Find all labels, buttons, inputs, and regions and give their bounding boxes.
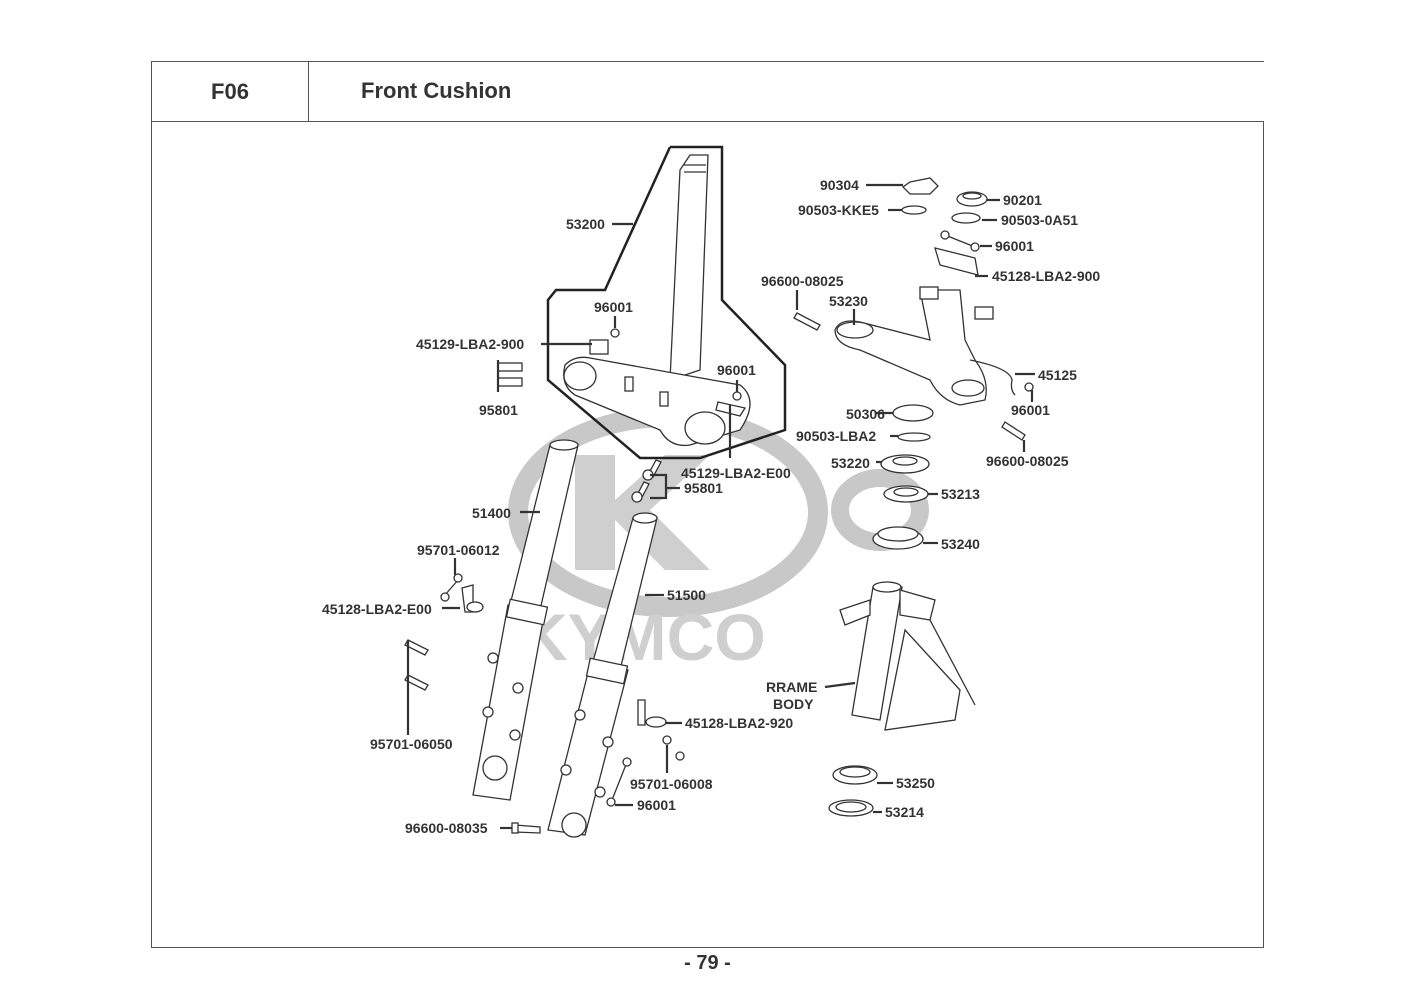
bearing-53240	[872, 526, 924, 550]
label-45128-lba2-900: 45128-LBA2-900	[992, 268, 1101, 284]
label-95701-06008: 95701-06008	[630, 776, 713, 792]
label-53220: 53220	[831, 455, 870, 471]
label-51400: 51400	[472, 505, 511, 521]
bracket-45128-lba2-e00	[461, 584, 484, 613]
fork-tube-51400	[472, 439, 579, 801]
frame-body	[839, 581, 976, 731]
nut-90304	[901, 177, 939, 195]
label-96600-08035: 96600-08035	[405, 820, 488, 836]
race-53250	[832, 765, 878, 785]
label-96001: 96001	[995, 238, 1034, 254]
label-51500: 51500	[667, 587, 706, 603]
label-95801: 95801	[684, 480, 723, 496]
bolt-96600-08025-top	[793, 312, 821, 331]
label-53240: 53240	[941, 536, 980, 552]
seal-53214	[828, 799, 874, 817]
label-96600-08025: 96600-08025	[761, 273, 844, 289]
callout-outline	[546, 145, 787, 460]
bolt-96001-a	[610, 328, 620, 338]
label-53200: 53200	[566, 216, 605, 232]
bracket-45128-lba2-920	[637, 699, 667, 728]
page-number: - 79 -	[684, 952, 731, 974]
label-96600-08025: 96600-08025	[986, 453, 1069, 469]
label-frame: RRAME	[766, 679, 818, 695]
label-90503-lba2: 90503-LBA2	[796, 428, 877, 444]
diagram-frame	[151, 121, 1264, 948]
bolts-96001-top	[940, 230, 980, 252]
bolt-96600-08025-right	[1001, 421, 1026, 441]
label-53250: 53250	[896, 775, 935, 791]
fork-tube-51500	[547, 512, 658, 838]
bolts-95701-06008	[662, 735, 685, 761]
washer-90503-lba2	[897, 432, 931, 442]
bolt-96001-b	[732, 391, 742, 401]
label-90201: 90201	[1003, 192, 1042, 208]
wire-45125	[969, 359, 1016, 396]
label-50306: 50306	[846, 406, 885, 422]
label-90503-kke5: 90503-KKE5	[798, 202, 879, 218]
race-53213	[883, 485, 929, 503]
label-45125: 45125	[1038, 367, 1077, 383]
bolt-95701-06012	[440, 573, 463, 602]
label-45129-lba2-e00: 45129-LBA2-E00	[681, 465, 791, 481]
leader-lines	[406, 183, 1035, 830]
label-96001: 96001	[717, 362, 756, 378]
watermark-text: KYMCO	[520, 600, 766, 674]
label-body: BODY	[773, 696, 814, 712]
bracket-45128-lba2-900	[934, 247, 979, 276]
bolts-95701-06050	[404, 639, 429, 691]
bolts-95801-left	[497, 362, 523, 387]
label-53213: 53213	[941, 486, 980, 502]
label-53214: 53214	[885, 804, 924, 820]
page-title: Front Cushion	[361, 78, 512, 103]
nut-90201	[956, 191, 988, 207]
label-96001: 96001	[1011, 402, 1050, 418]
race-53220	[880, 454, 930, 474]
header-top-border	[151, 61, 1264, 62]
label-45128-lba2-e00: 45128-LBA2-E00	[322, 601, 432, 617]
label-95701-06012: 95701-06012	[417, 542, 500, 558]
bolt-96600-08035	[511, 822, 541, 834]
washer-90503-0a51	[951, 212, 981, 224]
washer-90503-kke5	[901, 205, 927, 215]
label-95701-06050: 95701-06050	[370, 736, 453, 752]
label-90304: 90304	[820, 177, 859, 193]
label-96001: 96001	[594, 299, 633, 315]
label-95801: 95801	[479, 402, 518, 418]
bolts-95801-right	[631, 459, 662, 503]
clamp-45129-lba2-900	[589, 339, 609, 355]
nut-50306	[892, 404, 934, 422]
label-53230: 53230	[829, 293, 868, 309]
steering-stem-53200	[563, 154, 751, 447]
label-45128-lba2-920: 45128-LBA2-920	[685, 715, 794, 731]
label-45129-lba2-900: 45129-LBA2-900	[416, 336, 525, 352]
label-96001: 96001	[637, 797, 676, 813]
bolt-96001-right	[1024, 382, 1034, 392]
label-90503-0a51: 90503-0A51	[1001, 212, 1079, 228]
bolt-96001-fork	[606, 757, 632, 807]
